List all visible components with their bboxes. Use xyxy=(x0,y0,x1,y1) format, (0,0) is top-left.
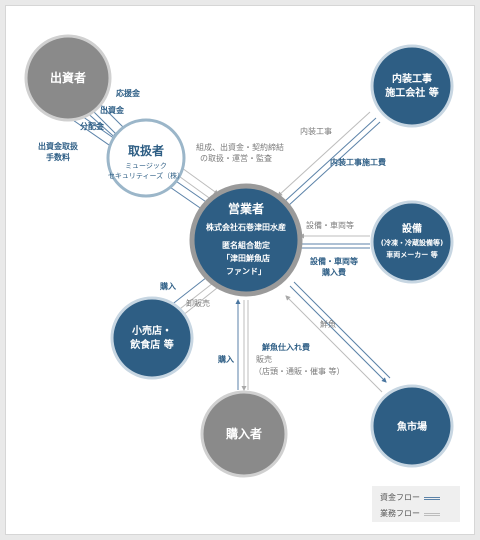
handler-title: 取扱者 xyxy=(128,143,164,158)
interior-line2: 施工会社 等 xyxy=(385,86,438,99)
label-sales-line2: （店頭・通販・催事 等） xyxy=(254,366,345,376)
node-retail: 小売店・ 飲食店 等 xyxy=(110,296,194,380)
legend-business-flow-swatch xyxy=(424,513,440,514)
equipment-line2: (冷凍・冷蔵設備等) xyxy=(381,238,443,247)
legend-fund-flow-label: 資金フロー xyxy=(380,493,420,502)
legend-fund-flow-swatch xyxy=(424,497,440,498)
operator-line3: 「津田鮮魚店 xyxy=(222,253,270,263)
node-equipment: 設備 (冷凍・冷蔵設備等) 車両メーカー 等 xyxy=(370,200,454,284)
label-interior-cost: 内装工事施工費 xyxy=(330,157,386,167)
label-oubokin: 応援金 xyxy=(116,88,141,98)
legend-business-flow-label: 業務フロー xyxy=(380,509,420,518)
label-role-line1: 組成、出資金・契約締結 xyxy=(196,142,284,152)
label-bunpaikin: 分配金 xyxy=(80,121,105,131)
label-fresh-fish: 鮮魚 xyxy=(320,319,336,329)
handler-line1: ミュージック xyxy=(125,162,167,170)
equipment-line3: 車両メーカー 等 xyxy=(386,250,437,259)
connector-fishmarket-operator xyxy=(285,281,391,393)
label-interior-work: 内装工事 xyxy=(300,126,332,136)
label-purchase-left: 購入 xyxy=(159,281,176,291)
label-fee-line1: 出資金取扱 xyxy=(38,141,79,151)
node-fishmarket: 魚市場 xyxy=(370,384,454,468)
connector-interior-operator xyxy=(277,111,381,207)
label-purchase-bottom: 購入 xyxy=(217,354,234,364)
label-equip-cost-line2: 購入費 xyxy=(321,267,346,277)
node-handler: 取扱者 ミュージック セキュリティーズ（株） xyxy=(106,118,186,198)
legend: 資金フロー 業務フロー xyxy=(372,486,460,522)
label-equip-vehicle: 設備・車両等 xyxy=(306,220,354,230)
fishmarket-label: 魚市場 xyxy=(397,420,427,433)
label-wholesale: 卸販売 xyxy=(186,298,210,308)
label-fish-cost: 鮮魚仕入れ費 xyxy=(262,342,310,352)
operator-line4: ファンド」 xyxy=(226,267,266,276)
legend-business-flow: 業務フロー xyxy=(380,508,440,519)
retail-line1: 小売店・ xyxy=(131,324,172,337)
equipment-line1: 設備 xyxy=(402,222,422,235)
label-equip-cost-line1: 設備・車両等 xyxy=(310,256,358,266)
legend-fund-flow: 資金フロー xyxy=(380,492,440,503)
node-interior: 内装工事 施工会社 等 xyxy=(370,44,454,128)
operator-line2: 匿名組合勘定 xyxy=(222,240,270,250)
buyer-label: 購入者 xyxy=(225,426,262,441)
operator-line1: 株式会社石巻津田水産 xyxy=(206,222,286,232)
investor-label: 出資者 xyxy=(50,70,86,85)
node-buyer: 購入者 xyxy=(200,390,288,478)
connector-equipment-operator xyxy=(299,233,370,249)
operator-title: 営業者 xyxy=(228,201,264,216)
label-fee-line2: 手数料 xyxy=(46,152,70,162)
label-shusshikin: 出資金 xyxy=(100,105,125,115)
node-investor: 出資者 xyxy=(24,34,112,122)
connector-handler-operator xyxy=(175,167,219,201)
connector-buyer-operator xyxy=(235,299,249,391)
label-sales-line1: 販売 xyxy=(256,354,272,364)
retail-line2: 飲食店 等 xyxy=(129,338,173,351)
node-operator: 営業者 株式会社石巻津田水産 匿名組合勘定 「津田鮮魚店 ファンド」 xyxy=(189,183,303,297)
handler-line2: セキュリティーズ（株） xyxy=(108,171,184,180)
interior-line1: 内装工事 xyxy=(392,72,432,85)
label-role-line2: の取扱・運営・監査 xyxy=(200,153,272,163)
